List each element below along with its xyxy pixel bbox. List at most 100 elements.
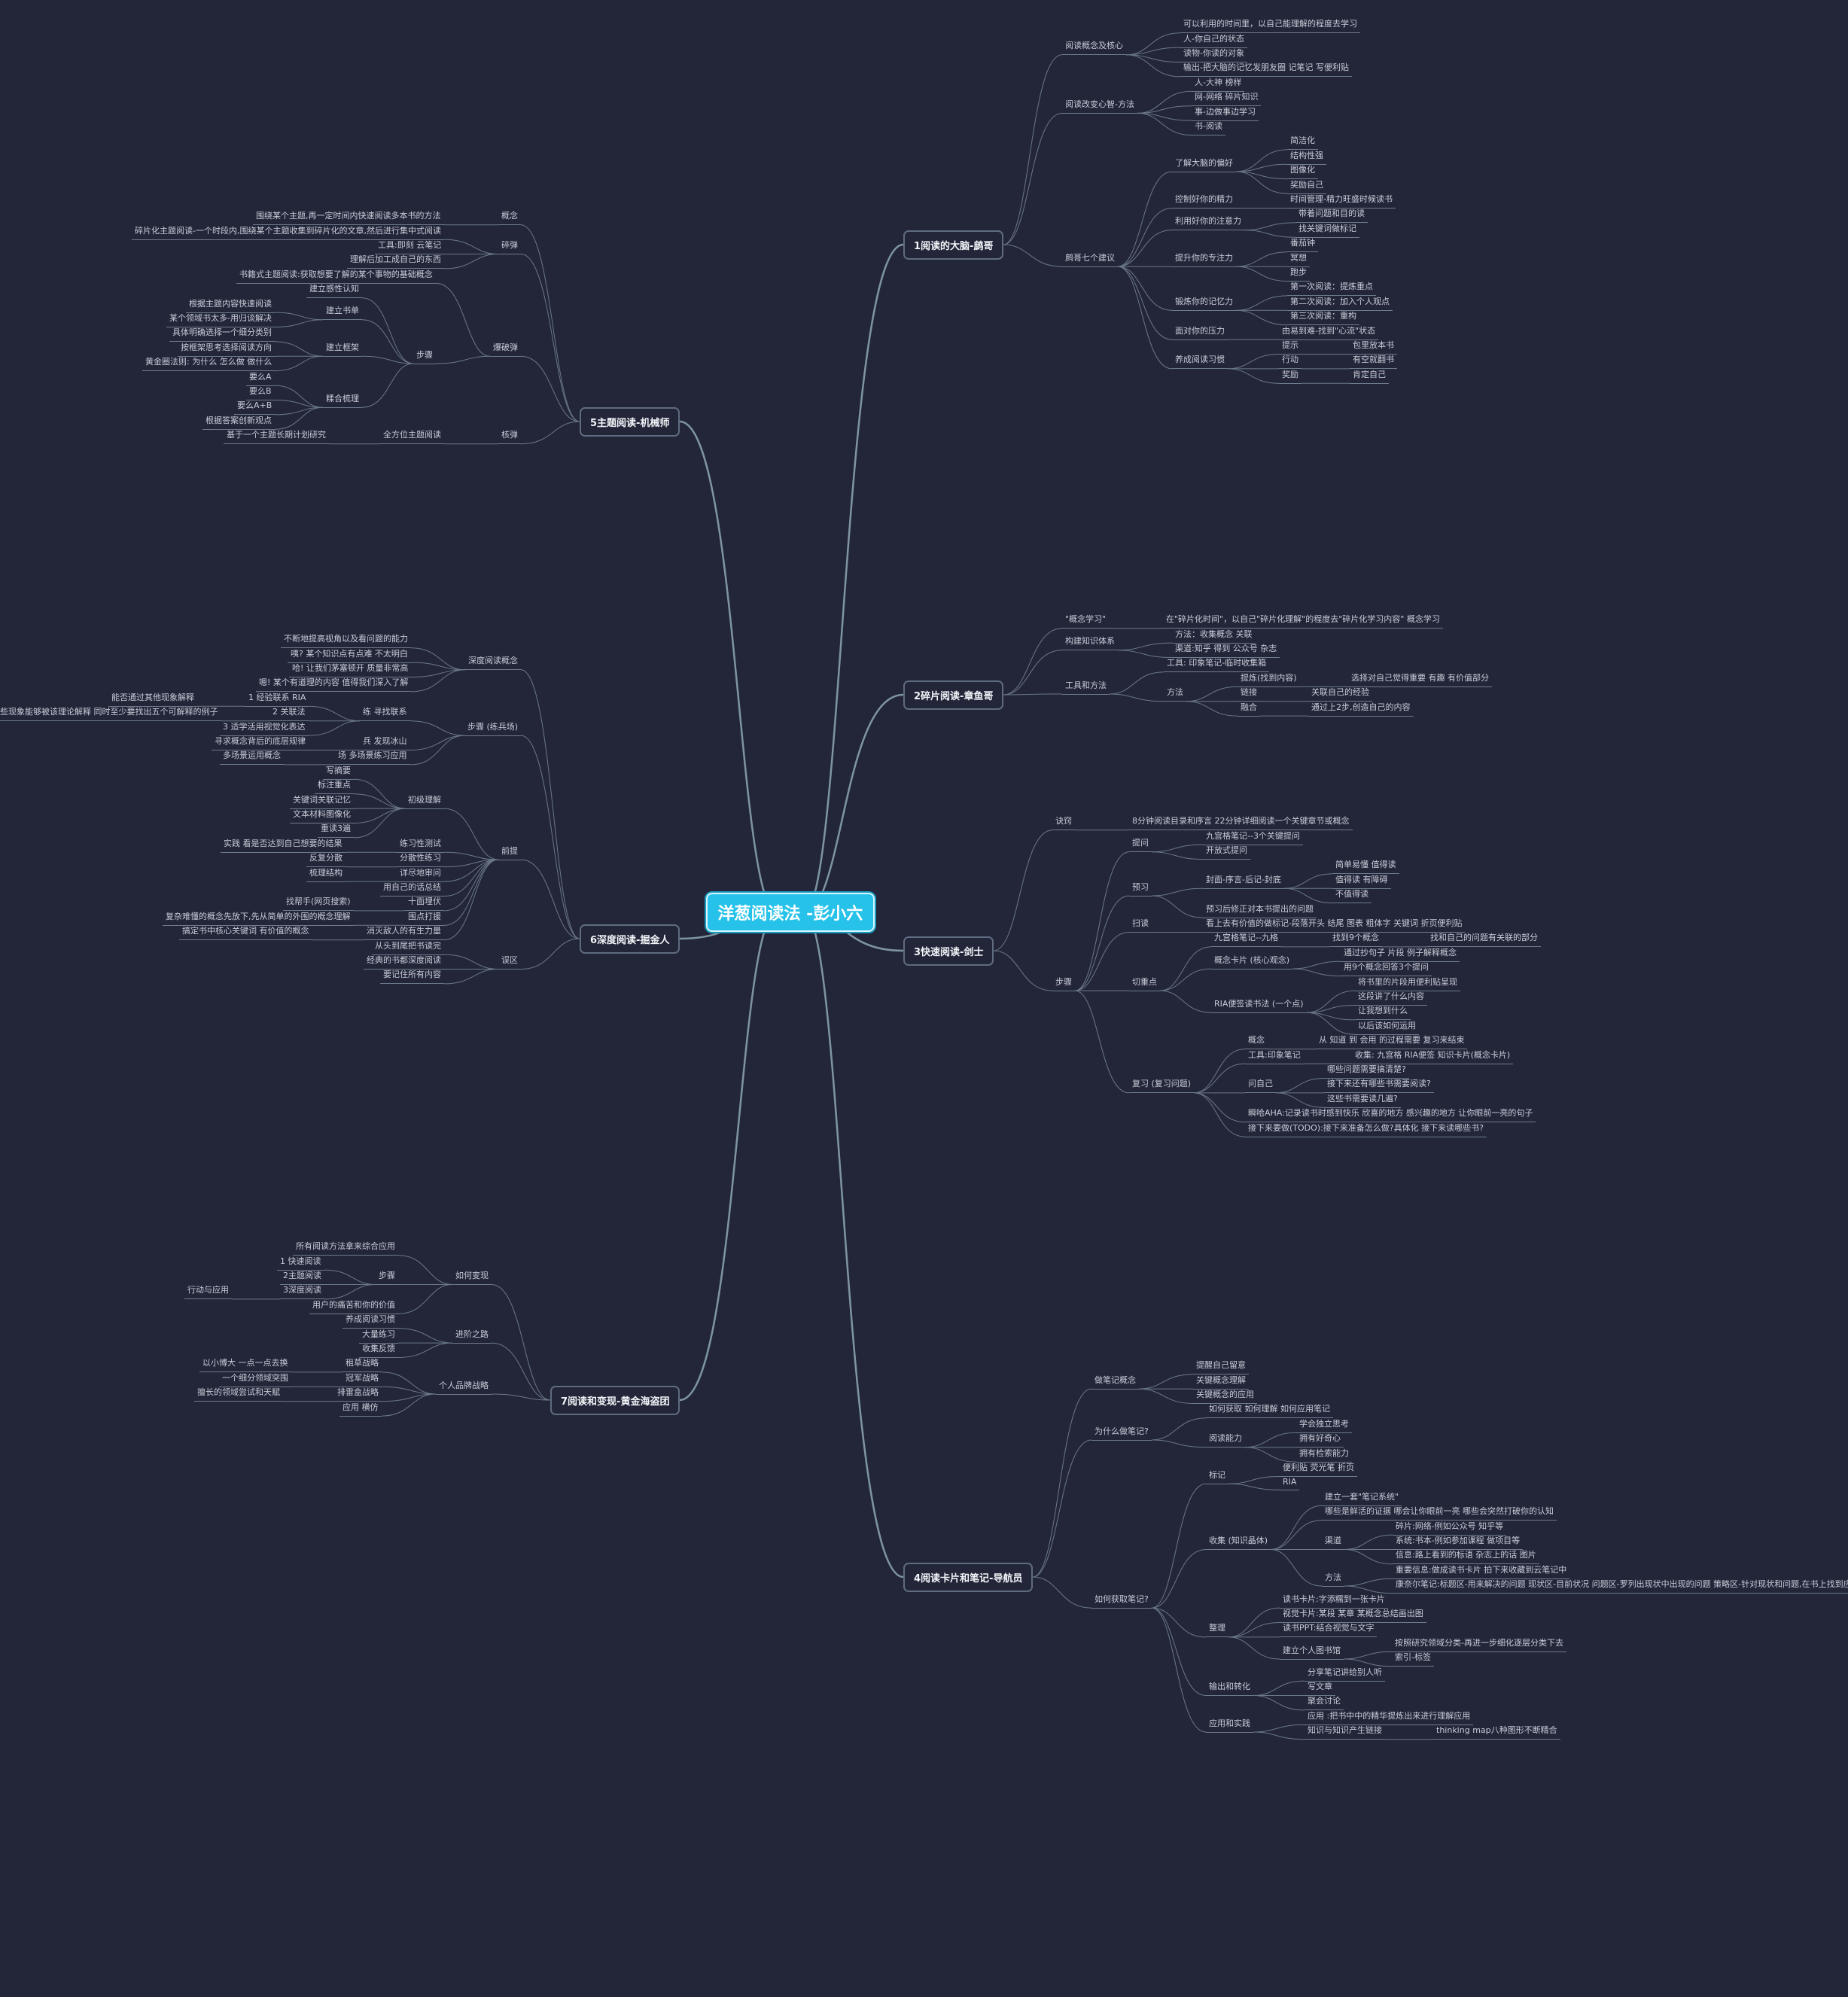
branch-node[interactable]: 十面埋伏 [405,895,444,912]
branch-node[interactable]: 信息:路上看到的标语 杂志上的话 图片 [1393,1548,1539,1565]
branch-node[interactable]: 让我想到什么 [1355,1004,1411,1021]
branch-node[interactable]: 跑步 [1287,266,1310,282]
branch-node[interactable]: 如何获取 如何理解 如何应用笔记 [1206,1402,1333,1419]
branch-node[interactable]: 理解后加工成自己的东西 [347,253,444,269]
branch-node[interactable]: 工具: 印象笔记-临时收集箱 [1164,656,1270,673]
branch-node[interactable]: 建立感性认知 [306,282,362,299]
branch-node[interactable]: 提示 [1279,339,1302,355]
branch-node[interactable]: 分享笔记讲给别人听 [1305,1666,1385,1682]
branch-node[interactable]: 分散性练习 [397,851,444,868]
main-topic-1[interactable]: 1阅读的大脑-鹧哥 [903,230,1004,260]
branch-node[interactable]: 要么A [246,370,275,386]
branch-node[interactable]: 能否通过其他现象解释 [108,691,197,707]
branch-node[interactable]: 黄金圈法则: 为什么 怎么做 做什么 [142,355,276,372]
branch-node[interactable]: 关键概念理解 [1193,1374,1249,1390]
branch-node[interactable]: 接下来还有哪些书需要阅读? [1324,1077,1434,1094]
branch-node[interactable]: 提升你的专注力 [1172,251,1236,267]
branch-node[interactable]: 8分钟阅读目录和序言 22分钟详细阅读一个关键章节或概念 [1129,814,1353,831]
branch-node[interactable]: 如何变现 [452,1269,492,1285]
branch-node[interactable]: 鹧哥七个建议 [1062,251,1118,267]
branch-node[interactable]: 碎片:网络-例如公众号 知乎等 [1393,1520,1507,1536]
branch-node[interactable]: 多场景运用概念 [220,749,284,766]
branch-node[interactable]: 诀窍 [1052,814,1075,831]
branch-node[interactable]: 通过上2步,创造自己的内容 [1308,701,1414,717]
branch-node[interactable]: 书-阅读 [1192,120,1225,135]
branch-node[interactable]: 行动 [1279,353,1302,370]
branch-node[interactable]: 碎片化主题阅读-一个时段内,围绕某个主题收集到碎片化的文章,然后进行集中式阅读 [132,224,444,240]
branch-node[interactable]: 第二次阅读：加入个人观点 [1287,295,1393,311]
branch-node[interactable]: 全方位主题阅读 [380,428,444,445]
branch-node[interactable]: 爆破弹 [490,341,521,357]
branch-node[interactable]: 看上去有价值的做标记-段落开头 结尾 图表 粗体字 关键词 折页便利贴 [1203,917,1466,933]
branch-node[interactable]: 哪些是鲜活的证据 哪会让你眼前一亮 哪些会突然打破你的认知 [1322,1505,1557,1521]
branch-node[interactable]: 读书卡片:字添糯到一张卡片 [1280,1593,1388,1609]
branch-node[interactable]: 带着问题和目的读 [1295,207,1368,224]
branch-node[interactable]: 冥想 [1287,251,1310,267]
branch-node[interactable]: 面对你的压力 [1172,324,1228,340]
branch-node[interactable]: 关联自己的经验 [1308,686,1372,702]
branch-node[interactable]: 2 关联法 [269,705,309,722]
branch-node[interactable]: 以后该如何运用 [1355,1019,1419,1035]
branch-node[interactable]: 时间管理-精力旺盛时候读书 [1287,193,1396,209]
branch-node[interactable]: 工具和方法 [1062,679,1110,695]
branch-node[interactable]: 书籍式主题阅读:获取想要了解的某个事物的基础概念 [236,268,436,284]
branch-node[interactable]: 由易到难-找到"心流"状态 [1279,324,1379,340]
root-topic[interactable]: 洋葱阅读法 -彭小六 [705,893,875,932]
branch-node[interactable]: 输出-把大脑的记忆发朋友圈 记笔记 写便利贴 [1180,61,1352,78]
branch-node[interactable]: 所有阅读方法拿来综合应用 [293,1240,398,1256]
branch-node[interactable]: 工具:印象笔记 [1245,1049,1304,1064]
branch-node[interactable]: 这段讲了什么内容 [1355,990,1427,1006]
main-topic-3[interactable]: 3快速阅读-剑士 [903,936,994,966]
branch-node[interactable]: 深度阅读概念 [465,654,521,671]
branch-node[interactable]: 人-大神 榜样 [1192,76,1245,92]
branch-node[interactable]: 3深度阅读 [280,1283,324,1300]
branch-node[interactable]: 按框架思考选择阅读方向 [178,341,275,357]
branch-node[interactable]: 瞬哈AHA:记录读书时感到快乐 欣喜的地方 感兴趣的地方 让你眼前一亮的句子 [1245,1107,1536,1123]
branch-node[interactable]: 排雷盒战略 [334,1386,382,1402]
main-topic-2[interactable]: 2碎片阅读-章鱼哥 [903,680,1004,710]
branch-node[interactable]: 阅读概念及核心 [1062,39,1126,56]
branch-node[interactable]: 场 多场景练习应用 [335,749,410,766]
branch-node[interactable]: 视觉卡片:某段 某章 某概念总结画出图 [1280,1607,1426,1623]
branch-node[interactable]: thinking map八种图形不断精合 [1433,1724,1560,1740]
branch-node[interactable]: 知识与知识产生链接 [1305,1724,1385,1740]
branch-node[interactable]: 人-你自己的状态 [1180,32,1247,48]
branch-node[interactable]: 第三次阅读：重构 [1287,309,1359,326]
branch-node[interactable]: 咦? 某个知识点有点难 不太明白 [288,647,411,663]
branch-node[interactable]: 扫读 [1129,917,1152,933]
branch-node[interactable]: 建立书单 [323,304,362,321]
branch-node[interactable]: 重要信息:做成读书卡片 拍下来收藏到云笔记中 [1393,1563,1570,1579]
branch-node[interactable]: 选择对自己觉得重要 有趣 有价值部分 [1348,671,1492,687]
branch-node[interactable]: 要么B [246,385,275,400]
branch-node[interactable]: 要记住所有内容 [380,968,444,985]
branch-node[interactable]: 方法 [1164,686,1186,702]
branch-node[interactable]: 方法：收集概念 关联 [1172,628,1256,644]
branch-node[interactable]: 了解大脑的偏好 [1172,157,1236,172]
branch-node[interactable]: 1 经验联系 RIA [245,691,309,707]
branch-node[interactable]: 提炼(找到内容) [1238,671,1300,687]
branch-node[interactable]: 番茄钟 [1287,236,1318,253]
branch-node[interactable]: 建立个人图书馆 [1280,1644,1344,1660]
branch-node[interactable]: 根据主题内容快速阅读 [186,297,275,313]
main-topic-7[interactable]: 7阅读和变现-黄金海盗团 [550,1385,680,1415]
branch-node[interactable]: 概念 [498,209,521,226]
branch-node[interactable]: 前提 [498,845,521,860]
branch-node[interactable]: 擅长的领域尝试和天赋 [194,1386,283,1402]
branch-node[interactable]: 标记 [1206,1469,1228,1484]
branch-node[interactable]: 3 适学活用视觉化表达 [220,720,309,736]
branch-node[interactable]: 学会独立思考 [1296,1417,1352,1433]
branch-node[interactable]: 步骤 [1052,976,1075,991]
branch-node[interactable]: 索引-标签 [1392,1651,1434,1667]
branch-node[interactable]: 从头到尾把书读完 [372,939,444,955]
branch-node[interactable]: 如何获取笔记? [1091,1593,1152,1609]
branch-node[interactable]: 经典的书都深度阅读 [364,954,444,970]
branch-node[interactable]: 要么A+B [234,399,276,416]
branch-node[interactable]: 链接 [1238,686,1260,702]
main-topic-4[interactable]: 4阅读卡片和笔记-导航员 [903,1562,1034,1592]
branch-node[interactable]: 提问 [1129,836,1152,853]
branch-node[interactable]: 奖励自己 [1287,178,1326,194]
branch-node[interactable]: 关键词关联记忆 [290,793,354,809]
branch-node[interactable]: 有空就翻书 [1350,353,1397,370]
branch-node[interactable]: 阅读改变心智-方法 [1062,98,1137,114]
branch-node[interactable]: 将书里的片段用便利贴呈现 [1355,976,1460,991]
